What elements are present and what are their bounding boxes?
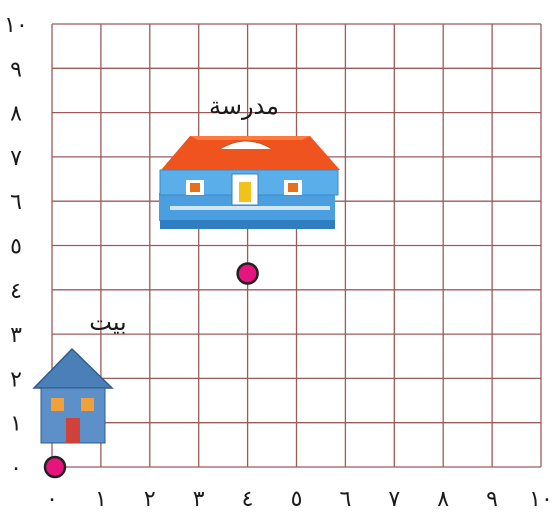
y-tick-label: ٠	[10, 456, 22, 481]
y-tick-label: ١	[10, 412, 22, 437]
home-label: بيت	[89, 308, 127, 336]
y-tick-label: ٣	[10, 323, 22, 348]
y-tick-label: ٢	[10, 367, 22, 392]
x-tick-label: ١٠	[529, 487, 552, 512]
school-point	[238, 264, 258, 284]
school-label: مدرسة	[209, 92, 279, 120]
x-tick-label: ٧	[388, 487, 400, 512]
x-tick-label: ٤	[242, 487, 254, 512]
school-building-icon	[159, 136, 340, 229]
x-tick-label: ٢	[144, 487, 156, 512]
x-tick-label: ٨	[437, 487, 449, 512]
x-tick-label: ٣	[193, 487, 205, 512]
y-tick-label: ٩	[10, 57, 22, 82]
y-tick-label: ٥	[10, 235, 22, 260]
home-point	[45, 457, 65, 477]
y-tick-label: ٧	[10, 146, 22, 171]
y-tick-label: ٤	[10, 279, 22, 304]
x-tick-label: ٥	[291, 487, 303, 512]
x-tick-label: ٦	[339, 487, 351, 512]
x-axis-labels: ٠ ١ ٢ ٣ ٤ ٥ ٦ ٧ ٨ ٩ ١٠	[46, 487, 552, 512]
y-tick-label: ٨	[10, 102, 22, 127]
x-tick-label: ٩	[486, 487, 498, 512]
grid-lines	[52, 24, 541, 467]
x-tick-label: ١	[95, 487, 107, 512]
y-tick-label: ٦	[10, 190, 22, 215]
y-axis-labels: ٠ ١ ٢ ٣ ٤ ٥ ٦ ٧ ٨ ٩ ١٠	[4, 13, 28, 481]
y-tick-label: ١٠	[4, 13, 28, 38]
x-tick-label: ٠	[46, 487, 58, 512]
